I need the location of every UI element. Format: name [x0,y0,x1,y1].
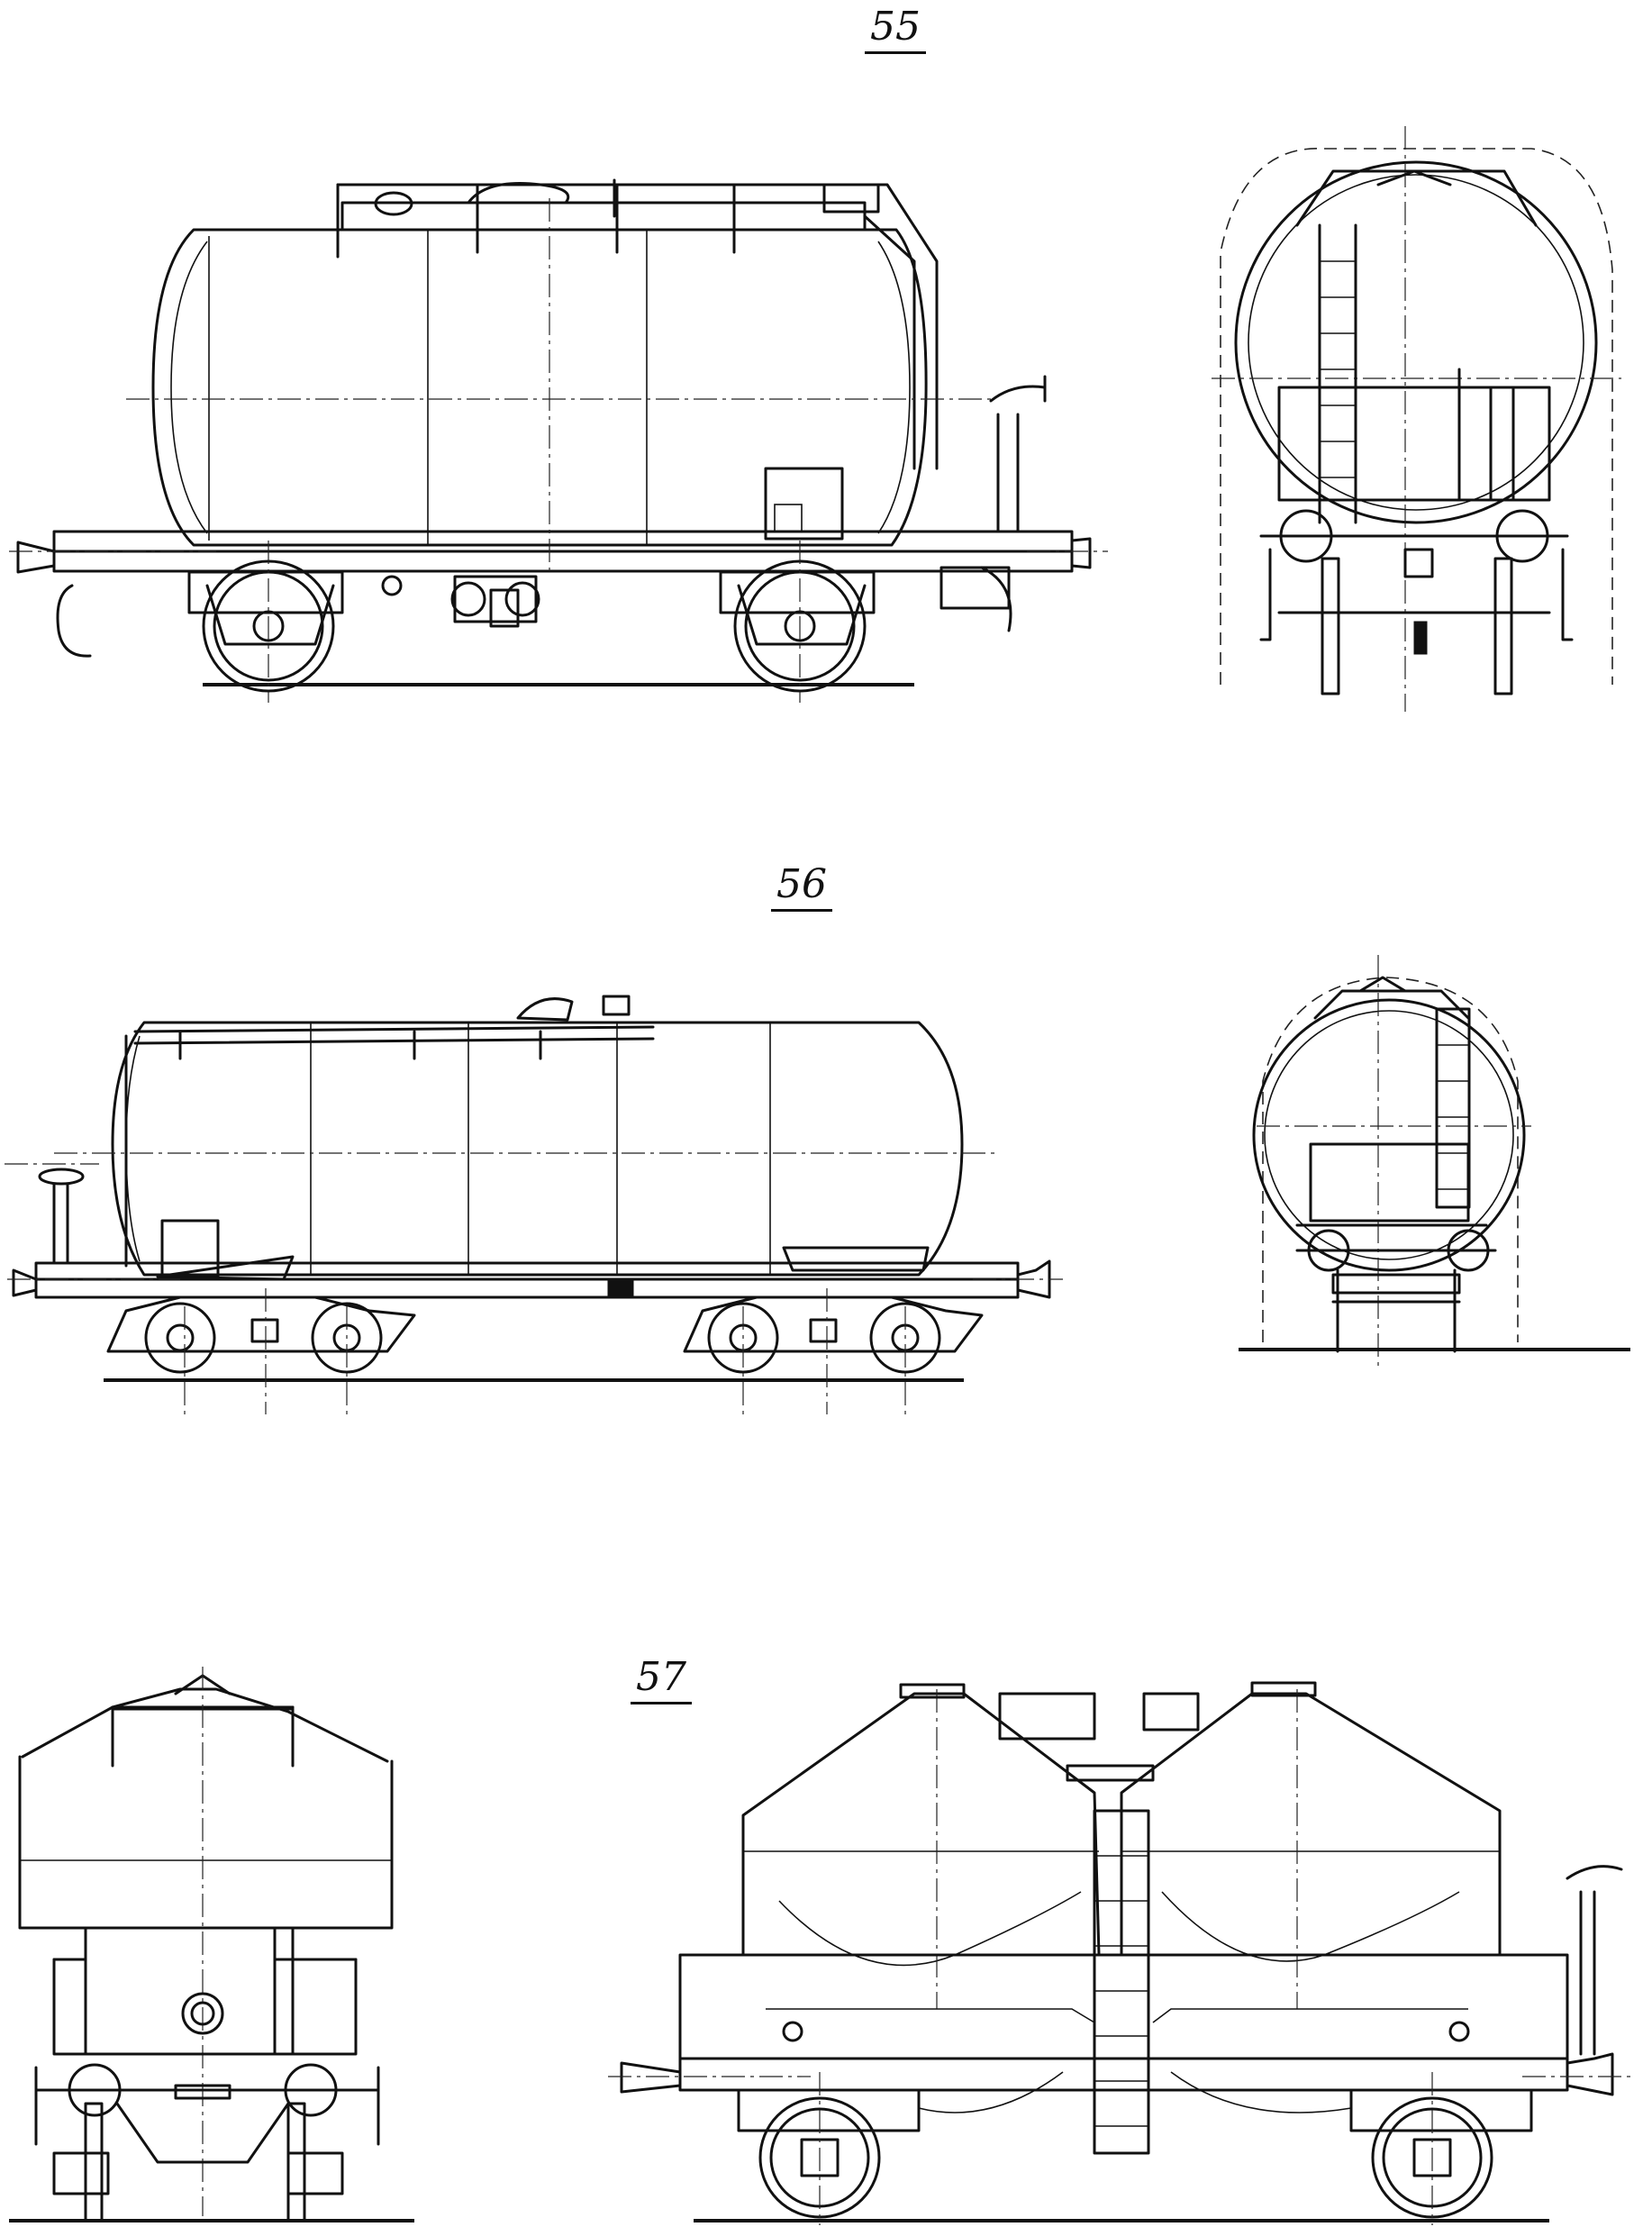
tank-car-55-side-view [9,178,1108,703]
tank-car-55-end-view [1212,126,1621,712]
tank-car-56-end-view [1239,955,1630,1369]
figure-label-56: 56 [771,861,832,912]
hopper-car-57-end-view [9,1667,414,2222]
figure-label-57: 57 [631,1654,692,1704]
tank-car-56-side-view [5,995,1063,1414]
hopper-car-57-side-view [608,1681,1630,2225]
figure-label-55: 55 [865,4,926,54]
